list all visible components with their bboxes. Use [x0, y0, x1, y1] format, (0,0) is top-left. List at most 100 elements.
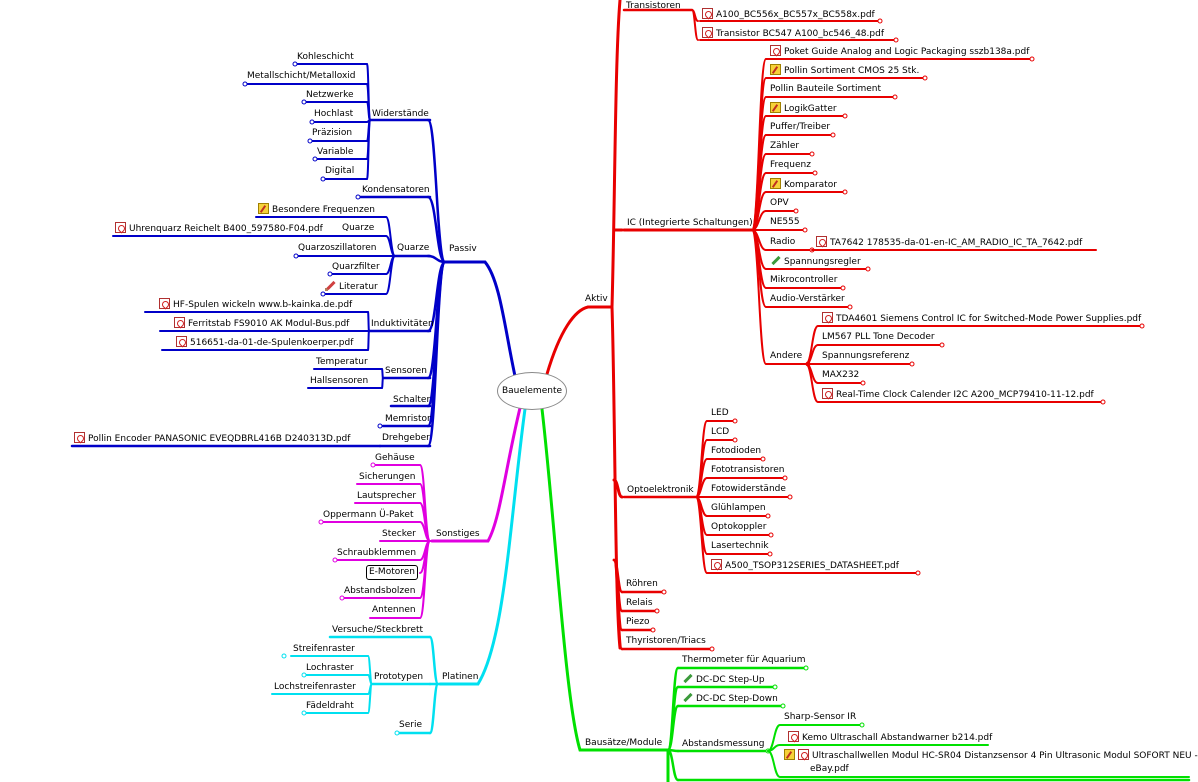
node-fotowiderstaende[interactable]: Fotowiderstände: [711, 483, 786, 495]
collapse-handle[interactable]: [1029, 56, 1035, 62]
node-netzwerke[interactable]: Netzwerke: [306, 89, 354, 101]
node-rtc[interactable]: Real-Time Clock Calender I2C A200_MCP794…: [822, 388, 1094, 401]
collapse-handle[interactable]: [842, 113, 848, 119]
collapse-handle[interactable]: [654, 608, 660, 614]
node-hallsensoren[interactable]: Hallsensoren: [310, 375, 368, 387]
collapse-handle[interactable]: [293, 253, 299, 259]
node-hf-spulen[interactable]: HF-Spulen wickeln www.b-kainka.de.pdf: [159, 298, 352, 311]
node-ta7642[interactable]: TA7642 178535-da-01-en-IC_AM_RADIO_IC_TA…: [816, 236, 1082, 249]
collapse-handle[interactable]: [840, 285, 846, 291]
node-ferritstab[interactable]: Ferritstab FS9010 AK Modul-Bus.pdf: [174, 317, 349, 330]
node-thermometer[interactable]: Thermometer für Aquarium: [682, 654, 806, 666]
node-e-motoren[interactable]: E-Motoren: [366, 565, 418, 580]
collapse-handle[interactable]: [320, 291, 326, 297]
node-spannungsreferenz[interactable]: Spannungsreferenz: [822, 350, 909, 362]
node-stecker[interactable]: Stecker: [382, 528, 416, 540]
node-optokoppler[interactable]: Optokoppler: [711, 521, 766, 533]
collapse-handle[interactable]: [732, 418, 738, 424]
node-tsop[interactable]: A500_TSOP312SERIES_DATASHEET.pdf: [711, 559, 899, 572]
collapse-handle[interactable]: [782, 475, 788, 481]
node-sharp[interactable]: Sharp-Sensor IR: [784, 711, 856, 723]
node-max232[interactable]: MAX232: [822, 369, 859, 381]
node-fototransistoren[interactable]: Fototransistoren: [711, 464, 785, 476]
collapse-handle[interactable]: [768, 532, 774, 538]
node-passiv[interactable]: Passiv: [449, 243, 477, 255]
node-abstandsbolzen[interactable]: Abstandsbolzen: [344, 585, 415, 597]
node-lochraster[interactable]: Lochraster: [306, 662, 354, 674]
collapse-handle[interactable]: [301, 672, 307, 678]
node-hcsr04-line2[interactable]: eBay.pdf: [810, 763, 849, 775]
collapse-handle[interactable]: [242, 81, 248, 87]
collapse-handle[interactable]: [767, 551, 773, 557]
node-lochstreifenraster[interactable]: Lochstreifenraster: [274, 681, 356, 693]
node-radio[interactable]: Radio: [770, 236, 795, 248]
collapse-handle[interactable]: [394, 730, 400, 736]
collapse-handle[interactable]: [650, 627, 656, 633]
collapse-handle[interactable]: [327, 271, 333, 277]
collapse-handle[interactable]: [318, 519, 324, 525]
node-piezo[interactable]: Piezo: [626, 616, 650, 628]
collapse-handle[interactable]: [865, 266, 871, 272]
node-puffer[interactable]: Puffer/Treiber: [770, 121, 830, 133]
collapse-handle[interactable]: [847, 304, 853, 310]
collapse-handle[interactable]: [320, 176, 326, 182]
collapse-handle[interactable]: [309, 119, 315, 125]
collapse-handle[interactable]: [312, 156, 318, 162]
collapse-handle[interactable]: [892, 94, 898, 100]
collapse-handle[interactable]: [709, 646, 715, 652]
collapse-handle[interactable]: [732, 437, 738, 443]
node-oppermann[interactable]: Oppermann Ü-Paket: [323, 509, 413, 521]
node-memristor[interactable]: Memristor: [385, 413, 431, 425]
collapse-handle[interactable]: [377, 423, 383, 429]
node-ic[interactable]: IC (Integrierte Schaltungen): [627, 217, 753, 229]
node-hochlast[interactable]: Hochlast: [314, 108, 353, 120]
collapse-handle[interactable]: [909, 361, 915, 367]
node-spannungsregler[interactable]: Spannungsregler: [770, 255, 861, 268]
node-platinen[interactable]: Platinen: [442, 671, 478, 683]
collapse-handle[interactable]: [793, 208, 799, 214]
collapse-handle[interactable]: [802, 227, 808, 233]
collapse-handle[interactable]: [803, 665, 809, 671]
node-hcsr04-line1[interactable]: Ultraschallwellen Modul HC-SR04 Distanzs…: [784, 749, 1198, 762]
collapse-handle[interactable]: [915, 570, 921, 576]
collapse-handle[interactable]: [772, 684, 778, 690]
node-poket-guide[interactable]: Poket Guide Analog and Logic Packaging s…: [770, 45, 1029, 58]
node-literatur[interactable]: Literatur: [325, 280, 378, 293]
node-transistor-bc547[interactable]: Transistor BC547 A100_bc546_48.pdf: [702, 27, 884, 40]
node-relais[interactable]: Relais: [626, 597, 653, 609]
node-gehaeuse[interactable]: Gehäuse: [375, 452, 415, 464]
node-lm567[interactable]: LM567 PLL Tone Decoder: [822, 331, 935, 343]
node-tda4601[interactable]: TDA4601 Siemens Control IC for Switched-…: [822, 312, 1141, 325]
node-sicherungen[interactable]: Sicherungen: [359, 471, 415, 483]
node-pollin-bauteile[interactable]: Pollin Bauteile Sortiment: [770, 83, 881, 95]
node-dcdc-down[interactable]: DC-DC Step-Down: [682, 692, 778, 705]
collapse-handle[interactable]: [939, 342, 945, 348]
collapse-handle[interactable]: [780, 703, 786, 709]
node-zaehler[interactable]: Zähler: [770, 140, 799, 152]
node-aktiv[interactable]: Aktiv: [585, 293, 608, 305]
collapse-handle[interactable]: [339, 595, 345, 601]
node-prototypen[interactable]: Prototypen: [374, 671, 423, 683]
node-temperatur[interactable]: Temperatur: [316, 356, 368, 368]
collapse-handle[interactable]: [760, 456, 766, 462]
node-thyristoren[interactable]: Thyristoren/Triacs: [626, 635, 706, 647]
node-lcd[interactable]: LCD: [711, 426, 729, 438]
node-pollin-cmos[interactable]: Pollin Sortiment CMOS 25 Stk.: [770, 64, 919, 77]
collapse-handle[interactable]: [830, 132, 836, 138]
node-roehren[interactable]: Röhren: [626, 578, 658, 590]
node-lautsprecher[interactable]: Lautsprecher: [357, 490, 416, 502]
node-spulenkoerper[interactable]: 516651-da-01-de-Spulenkoerper.pdf: [176, 336, 353, 349]
node-faedeldraht[interactable]: Fädeldraht: [306, 700, 354, 712]
collapse-handle[interactable]: [301, 99, 307, 105]
node-bausaetze[interactable]: Bausätze/Module: [585, 737, 662, 749]
node-kondensatoren[interactable]: Kondensatoren: [362, 184, 430, 196]
collapse-handle[interactable]: [281, 653, 287, 659]
collapse-handle[interactable]: [301, 710, 307, 716]
collapse-handle[interactable]: [842, 189, 848, 195]
collapse-handle[interactable]: [370, 462, 376, 468]
node-optoelektronik[interactable]: Optoelektronik: [627, 484, 694, 496]
node-induktivitaeten[interactable]: Induktivitäten: [371, 318, 434, 330]
node-quarzoszillatoren[interactable]: Quarzoszillatoren: [298, 242, 376, 254]
node-dcdc-up[interactable]: DC-DC Step-Up: [682, 673, 765, 686]
collapse-handle[interactable]: [787, 494, 793, 500]
